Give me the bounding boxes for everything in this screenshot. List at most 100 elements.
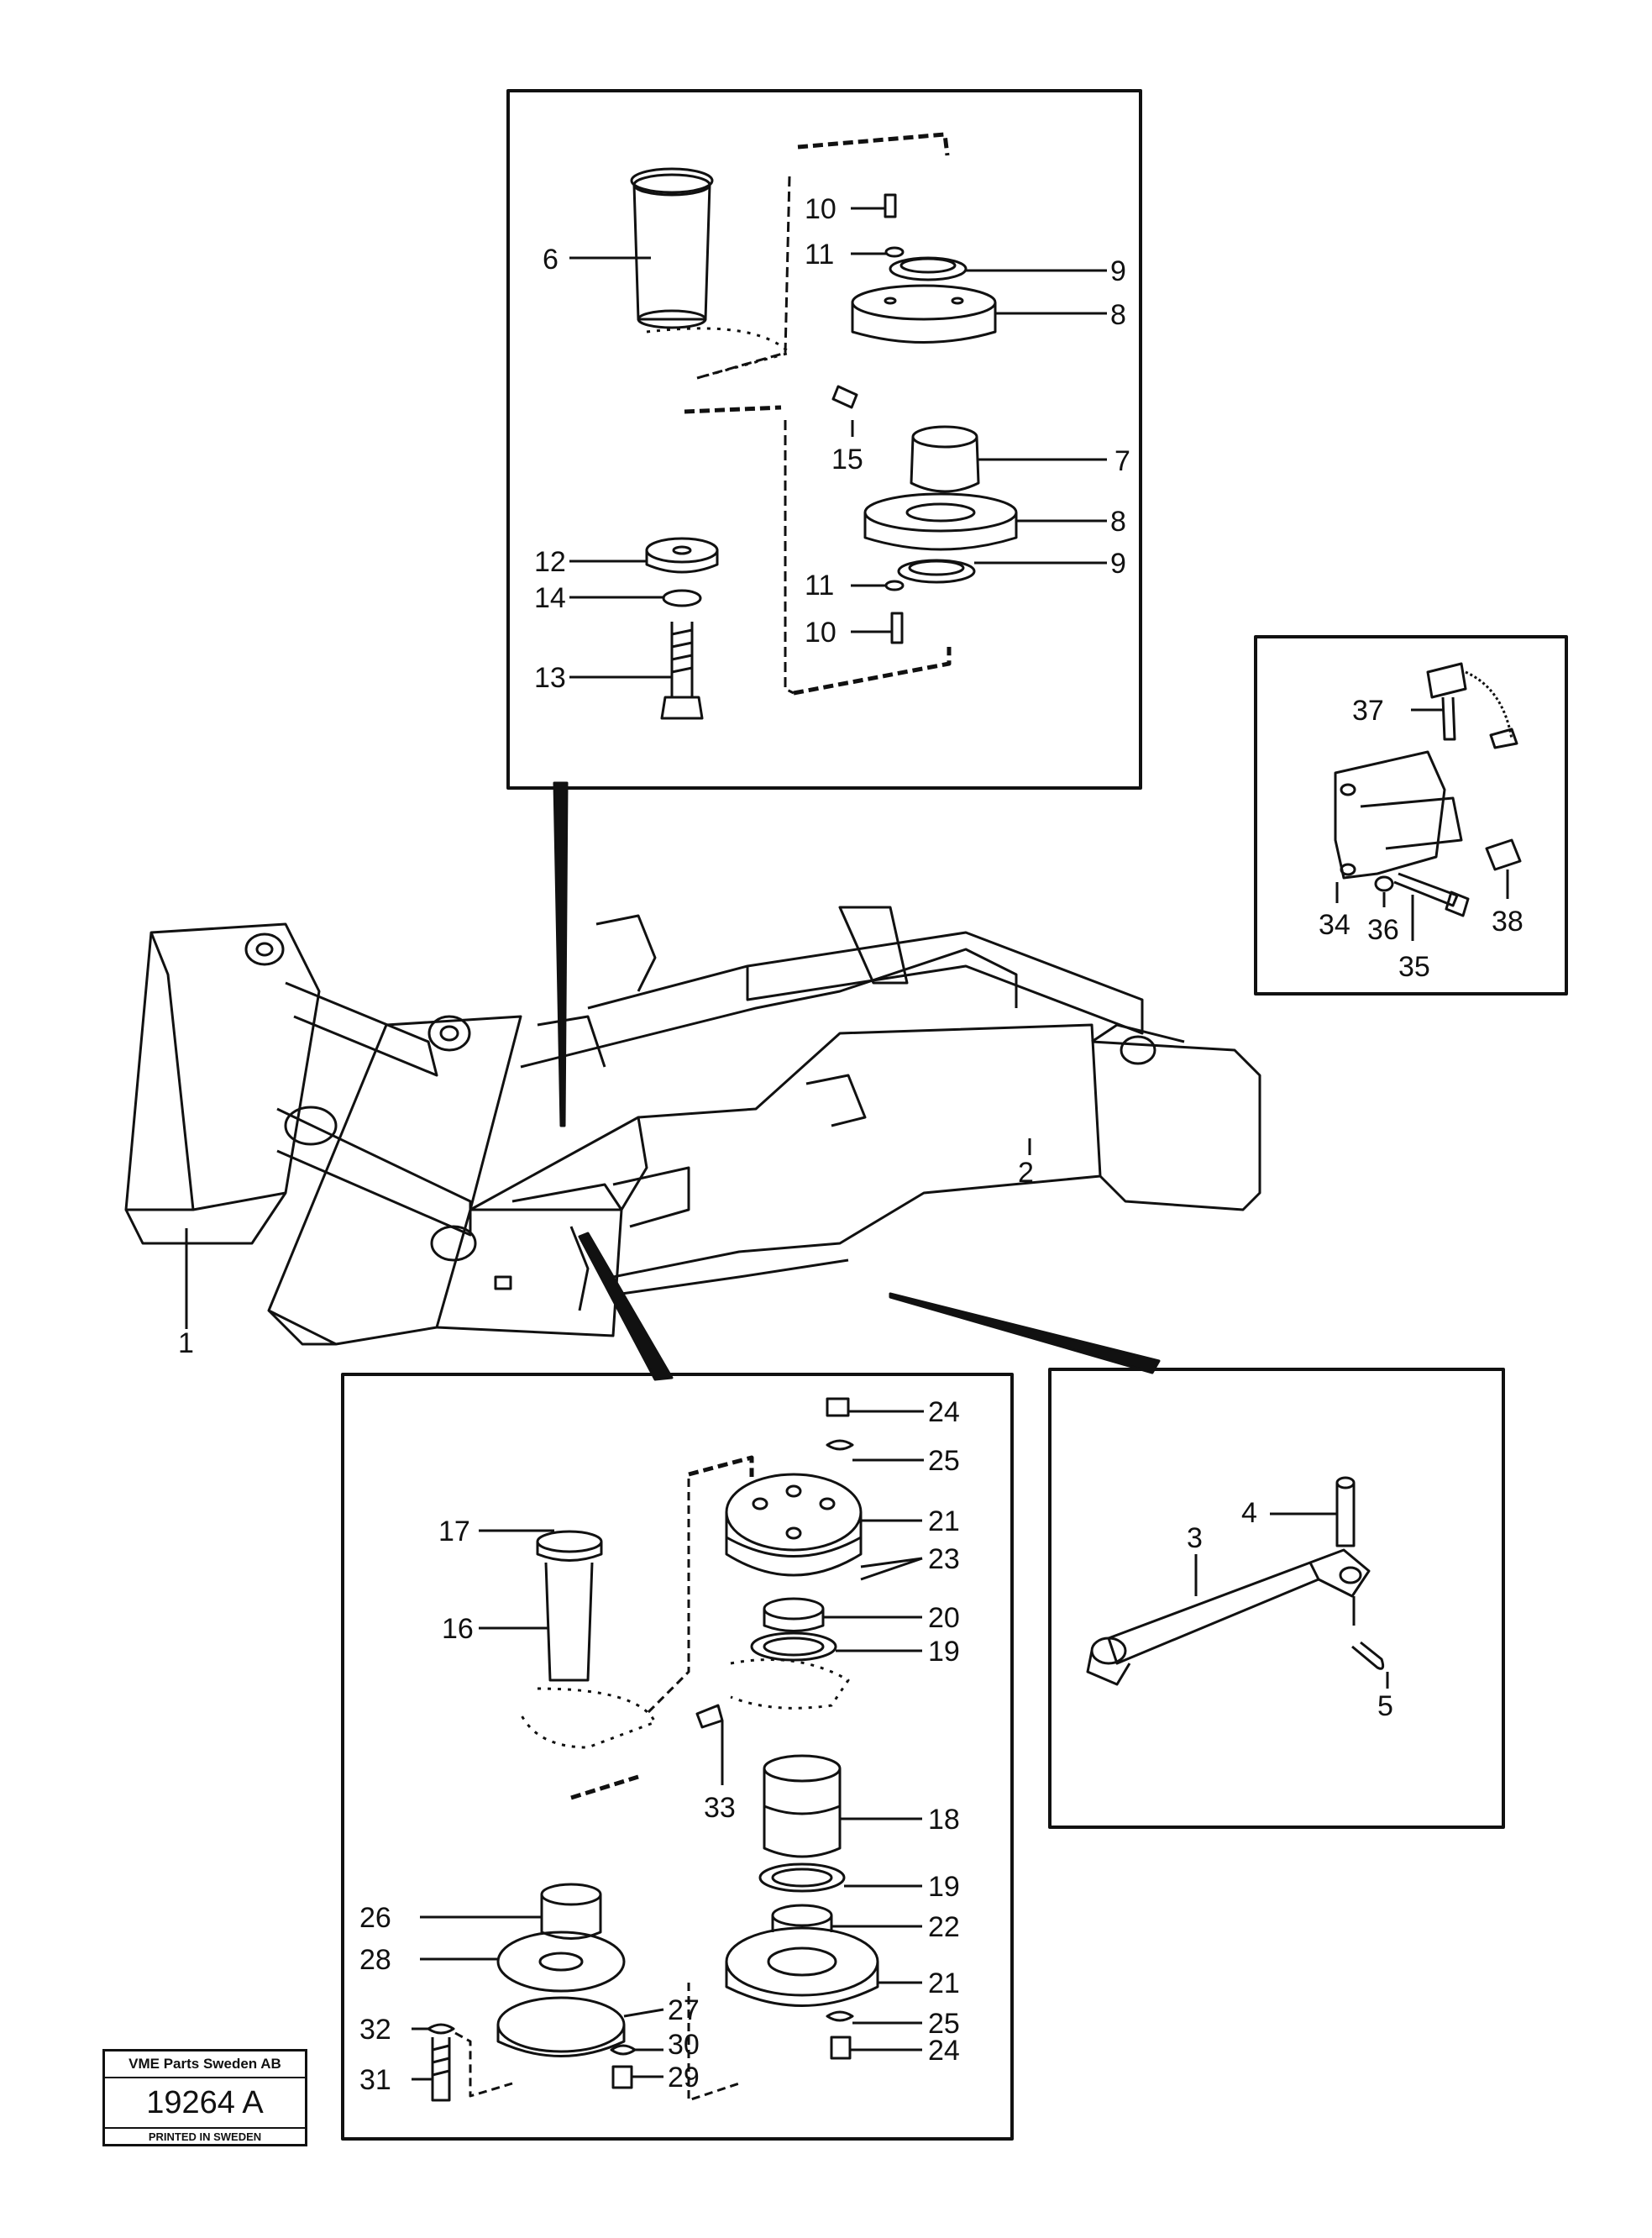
discs-23 [725,1512,863,1577]
drawing-stamp: VME Parts Sweden AB 19264 A PRINTED IN S… [102,2049,307,2146]
main-frame-assembly [124,781,1261,1381]
washer-25-bottom [826,2010,854,2022]
grease-nipple-33 [695,1704,724,1729]
callout-12: 12 [534,546,566,578]
pointer-bottom-right-detail [889,1292,1161,1374]
bolt-35 [1393,872,1459,907]
callout-9-lower: 9 [1110,548,1126,580]
callout-9-upper: 9 [1110,255,1126,287]
callout-10-upper: 10 [805,193,836,225]
callout-16: 16 [442,1613,474,1645]
screw-24-top [826,1397,850,1417]
detail-box-bottom [341,1373,1014,2141]
nut-29 [611,2065,633,2089]
callout-38: 38 [1492,906,1524,938]
callout-2: 2 [1018,1157,1034,1189]
screw-10-upper [884,193,897,218]
callout-19-lower: 19 [928,1871,960,1903]
stamp-company-name: VME Parts Sweden AB [105,2052,305,2078]
rear-counterweight [1091,1040,1261,1211]
detail-box-top [506,89,1142,790]
pointer-top-detail [553,781,569,1127]
cross-tube-upper [285,981,438,1077]
callout-35: 35 [1398,951,1430,983]
callout-10-lower: 10 [805,617,836,649]
bushing-7 [911,425,978,449]
washer-25-top [826,1439,854,1451]
washer-36 [1374,875,1394,892]
link-rod-3 [1107,1561,1320,1665]
callout-22: 22 [928,1911,960,1943]
callout-11-upper: 11 [805,239,834,271]
washer-11-upper [884,246,905,258]
bushing-9-lower [897,559,976,584]
callout-25-bottom: 25 [928,2008,960,2040]
callout-24-top: 24 [928,1396,960,1428]
stamp-printed-note: PRINTED IN SWEDEN [148,2130,262,2143]
callout-21-bottom: 21 [928,1967,960,1999]
callout-27: 27 [668,1994,700,2026]
flange-28 [496,1931,626,1993]
cross-tube-lower [276,1107,472,1237]
callout-8-upper: 8 [1110,299,1126,331]
callout-36: 36 [1367,914,1399,946]
pin-6 [632,184,711,321]
washer-30 [610,2044,637,2056]
callout-7: 7 [1114,445,1130,477]
callout-37: 37 [1352,695,1384,727]
screw-10-lower [890,612,904,644]
callout-13: 13 [534,662,566,694]
pointer-bottom-left-detail [578,1232,674,1381]
pin-37 [1426,662,1467,699]
callout-17: 17 [438,1516,470,1547]
ring-19-lower [758,1862,846,1893]
callout-31: 31 [359,2064,391,2096]
callout-14: 14 [534,582,566,614]
callout-25-top: 25 [928,1445,960,1477]
flange-27 [496,1996,626,2053]
callout-1: 1 [178,1327,194,1359]
callout-6: 6 [543,244,559,276]
bushing-18 [763,1754,842,1783]
callout-21-top: 21 [928,1505,960,1537]
callout-26: 26 [359,1902,391,1934]
callout-29: 29 [668,2062,700,2094]
washer-14 [662,589,702,607]
plate-38 [1485,838,1522,871]
callout-30: 30 [668,2029,700,2061]
callout-32: 32 [359,2014,391,2046]
callout-28: 28 [359,1944,391,1976]
clip-5 [1351,1641,1385,1670]
front-cross-beam [436,1208,623,1337]
callout-34: 34 [1319,909,1350,941]
washer-11-lower [884,580,905,591]
callout-20: 20 [928,1602,960,1634]
detail-box-link-rod [1048,1368,1505,1829]
flange-8-upper [851,284,997,321]
callout-11-lower: 11 [805,570,834,602]
washer-32 [427,2023,455,2035]
screw-24-bottom [830,2036,852,2060]
ring-20 [763,1597,825,1621]
flange-8-lower [863,492,1018,533]
cap-17 [536,1530,603,1553]
washer-12 [645,537,719,564]
longitudinal-frame [469,1023,1102,1279]
stamp-drawing-number: 19264 A [105,2078,305,2129]
callout-18: 18 [928,1804,960,1836]
pin-4 [1335,1483,1356,1547]
callout-24-bottom: 24 [928,2035,960,2067]
callout-19-upper: 19 [928,1636,960,1668]
callout-5: 5 [1377,1690,1393,1722]
callout-15: 15 [831,444,863,475]
bracket-34 [1334,750,1446,880]
bushing-22 [771,1904,833,1927]
pin-16 [544,1562,594,1682]
callout-23: 23 [928,1543,960,1575]
bolt-31 [431,2037,451,2102]
flange-21-bottom [725,1926,879,1997]
callout-33: 33 [704,1792,736,1824]
callout-3: 3 [1187,1522,1203,1554]
front-pillar-left [124,922,321,1211]
